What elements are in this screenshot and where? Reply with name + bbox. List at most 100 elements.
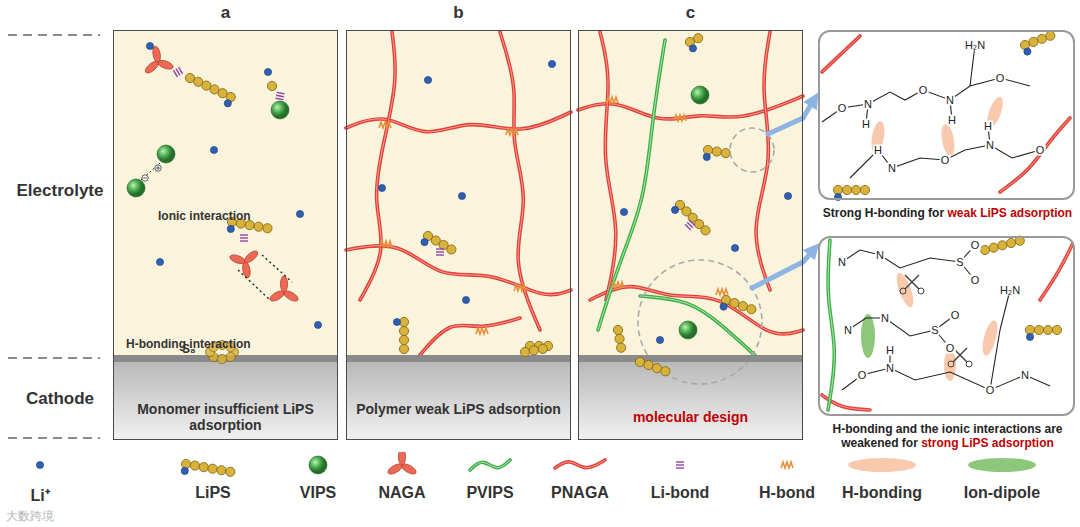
bond-skeleton xyxy=(842,368,1050,390)
sulfur-atom xyxy=(701,226,710,235)
sulfur-atom xyxy=(520,347,529,356)
polymer-chain-highlight xyxy=(470,460,510,470)
li-ion xyxy=(703,153,710,160)
lips-chain xyxy=(980,236,1024,255)
sulfur-atom xyxy=(617,343,626,352)
lips-chain xyxy=(685,34,702,52)
lips-chain xyxy=(520,344,547,356)
li-ion xyxy=(378,184,385,191)
legend-symbol xyxy=(273,452,363,478)
caption-text: Strong H-bonding for xyxy=(823,206,944,220)
li-ion xyxy=(264,68,271,75)
caption-text: strong LiPS adsorption xyxy=(921,436,1054,450)
li-bond xyxy=(676,462,684,468)
bond-skeleton xyxy=(842,245,975,268)
sulfur-atom xyxy=(529,346,538,355)
legend-symbol xyxy=(957,452,1047,478)
sulfur-atom xyxy=(851,185,860,194)
li-bond xyxy=(685,220,695,230)
li-ion xyxy=(227,225,234,232)
panel-label: a xyxy=(114,3,337,23)
legend-item: LiPS xyxy=(168,452,258,502)
bond-skeleton xyxy=(848,315,955,336)
li-ion xyxy=(146,42,153,49)
bond-skeleton xyxy=(850,145,1040,178)
electrolyte-ground xyxy=(578,30,803,356)
sulfur-atom xyxy=(730,298,739,307)
h-bond xyxy=(674,115,686,121)
sulfur-atom xyxy=(738,302,747,311)
atom-label: N xyxy=(945,95,955,106)
panel-label: b xyxy=(347,3,570,23)
legend-item: PNAGA xyxy=(535,452,625,502)
li-ion xyxy=(731,244,738,251)
annotation-text: Polymer weak LiPS adsorption xyxy=(355,401,562,417)
interaction-ellipse xyxy=(980,319,1001,357)
lips-chain xyxy=(613,325,625,352)
legend-item: PVIPS xyxy=(445,452,535,502)
cathode-ground xyxy=(346,362,571,440)
sulfur-atom xyxy=(447,245,456,254)
caption-text: weak LiPS adsorption xyxy=(947,206,1072,220)
li-ion xyxy=(296,210,303,217)
li-ion xyxy=(424,76,431,83)
sulfur-atom xyxy=(254,222,263,231)
naga-monomer xyxy=(267,273,306,314)
sulfur-atom xyxy=(721,149,730,158)
h-bond-dots xyxy=(262,255,292,282)
inset-ground xyxy=(818,236,1075,416)
atom-label: O xyxy=(1035,145,1046,156)
zoom-arrow xyxy=(803,248,815,262)
interaction-ellipse xyxy=(893,271,917,309)
lips-chain xyxy=(635,357,670,375)
polymer-chain-highlight xyxy=(360,32,395,300)
legend-item: NAGA xyxy=(357,452,447,502)
vips-monomer xyxy=(691,86,709,104)
h-bond xyxy=(506,129,518,135)
polymer-chain xyxy=(470,460,510,470)
polymer-chain xyxy=(640,296,760,360)
annotation-text: molecular design xyxy=(587,409,794,425)
atom-label: H xyxy=(885,345,895,356)
atom-label: N xyxy=(837,257,847,268)
polymer-chain-highlight xyxy=(756,32,770,290)
atom-label: H xyxy=(861,119,871,130)
interaction-ellipse xyxy=(861,314,875,358)
atom-label: O xyxy=(995,73,1006,84)
sulfur-atom xyxy=(1006,238,1015,247)
li-ion xyxy=(656,336,663,343)
cathode-surface xyxy=(578,355,803,362)
legend-text: H-bond xyxy=(742,484,832,502)
atom-label: S xyxy=(955,257,964,268)
atom-label: H₂N xyxy=(964,40,986,51)
h-bond xyxy=(514,285,526,291)
atom-label: O xyxy=(985,385,996,396)
sulfur-atom xyxy=(217,466,226,475)
legend-item: Ion-dipole xyxy=(957,452,1047,502)
polymer-chain xyxy=(555,460,605,468)
sulfur-atom xyxy=(190,461,199,470)
lips-chain xyxy=(671,200,710,235)
atom-label: N xyxy=(985,140,995,151)
polymer-chain xyxy=(346,112,571,132)
bond-skeleton xyxy=(970,45,975,86)
legend-item: Li⁺ xyxy=(0,452,85,506)
arrow-tail xyxy=(768,118,803,134)
inset-box: H-bonding and the ionic interactions are… xyxy=(818,236,1075,416)
h-bond xyxy=(379,122,391,128)
li-ion xyxy=(156,258,163,265)
atom-label: O xyxy=(950,310,961,321)
li-ion xyxy=(548,60,555,67)
naga-monomer xyxy=(228,248,264,280)
legend-item: Li-bond xyxy=(635,452,725,502)
li-ion xyxy=(689,45,696,52)
sulfur-atom xyxy=(267,81,276,90)
sulfur-atom xyxy=(538,344,547,353)
h-bond xyxy=(606,97,618,103)
legend-item: VIPS xyxy=(273,452,363,502)
li-bond xyxy=(173,67,182,77)
lips-chain xyxy=(421,231,456,254)
scheme-panel: cmolecular design xyxy=(578,30,803,440)
polymer-chain-highlight xyxy=(598,40,665,330)
interaction-ellipse xyxy=(944,349,956,381)
